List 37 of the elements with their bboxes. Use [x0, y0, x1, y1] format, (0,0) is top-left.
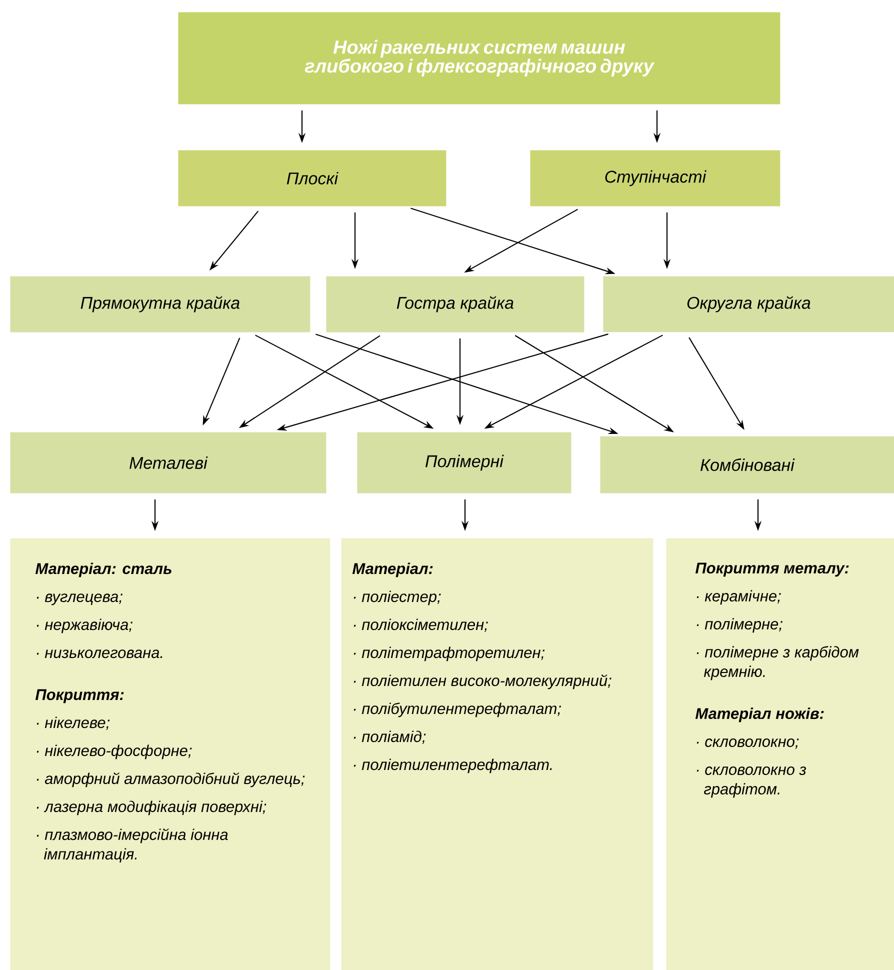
category-box: Округла крайка	[603, 276, 894, 332]
category-box: Ступінчасті	[530, 150, 780, 206]
list-item: · нікелеве;	[36, 716, 110, 730]
list-item: · керамічне;	[696, 590, 781, 605]
description-panel	[341, 538, 654, 970]
list-item: · скловолокно;	[696, 738, 799, 749]
heading: Матеріал:	[352, 562, 433, 578]
heading: Покриття:	[35, 689, 124, 704]
list-item: · аморфний алмазоподібний вуглець;	[36, 772, 305, 788]
category-box: Плоскі	[178, 150, 446, 206]
list-item: · вуглецева;	[36, 594, 122, 606]
list-item: · нержавіюча;	[36, 618, 132, 634]
list-item: · політетрафторетилен;	[354, 646, 545, 662]
list-item: · полімерне з карбідом кремнію.	[696, 646, 859, 680]
list-item: · полімерне;	[696, 618, 782, 633]
category-box: Комбіновані	[600, 436, 894, 494]
list-item: · лазерна модифікація поверхні;	[36, 800, 266, 816]
list-item: · нікелево-фосфорне;	[36, 744, 192, 760]
heading: Покриття металу:	[695, 562, 849, 577]
list-item: · поліоксіметилен;	[354, 618, 488, 632]
description-panel	[10, 538, 330, 970]
list-item: · поліестер;	[354, 590, 441, 606]
heading: Матеріал ножів:	[695, 708, 824, 722]
category-box: Гостра крайка	[326, 276, 584, 332]
category-box: Полімерні	[357, 432, 572, 494]
list-item: · поліетилентерефталат.	[354, 758, 552, 774]
list-item: · поліамід;	[354, 730, 426, 744]
list-item: · плазмово-імерсійна іонна імплантація.	[36, 828, 228, 863]
heading: Матеріал: сталь	[35, 562, 172, 578]
description-panel	[666, 538, 894, 970]
category-box: Прямокутна крайка	[10, 276, 310, 332]
list-item: · поліетилен високо-молекулярний;	[354, 674, 612, 690]
list-item: · низьколегована.	[36, 650, 162, 658]
list-item: · скловолокно з графітом.	[696, 766, 806, 798]
category-box: Металеві	[10, 432, 326, 494]
title-box: Ножі ракельних систем машин глибокого і флексографічного друку	[178, 12, 780, 104]
list-item: · полібутилентерефталат;	[354, 702, 561, 718]
